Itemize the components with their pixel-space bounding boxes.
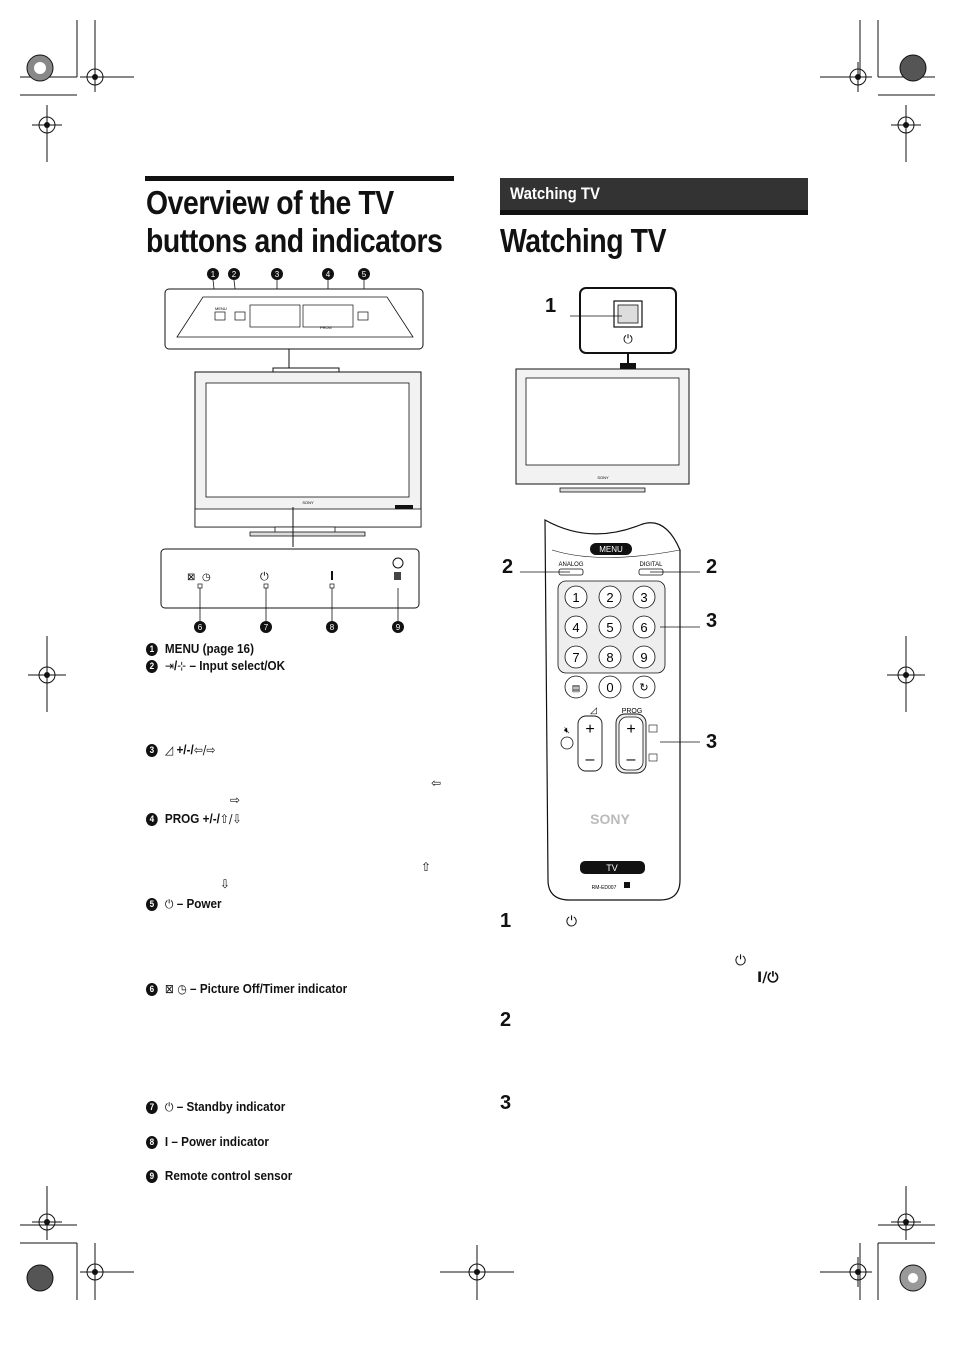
left-arrow-icon: ⇦ [431,776,442,790]
svg-text:7: 7 [264,623,269,632]
svg-text:–: – [627,751,636,768]
remote-key-6[interactable]: 6 [640,620,647,635]
svg-text:◿: ◿ [590,705,597,715]
tv-buttons-diagram: 1 2 3 4 5 MENU PROG SONY ⊠ ◷ ⏻ 6 7 8 9 [160,268,424,633]
remote-key-2[interactable]: 2 [606,590,613,605]
list-item-power: 5⏻ – Power [146,895,222,913]
list-item-standby: 7⏻ – Standby indicator [146,1098,285,1116]
remote-control: MENU ANALOG DIGITAL 1 2 3 4 5 6 7 8 9 0 … [544,518,681,901]
down-arrow-icon: ⇩ [220,877,231,891]
remote-analog-label: ANALOG [558,562,583,568]
remote-menu-button[interactable]: MENU [599,545,623,554]
svg-text:+: + [626,721,635,738]
heading-rule [145,176,454,181]
svg-text:⏻: ⏻ [623,332,633,346]
tv-front-brand: SONY [597,475,609,480]
remote-callout-lines [520,571,700,743]
svg-text:5: 5 [362,270,367,279]
section-rule [500,210,808,215]
remote-key-8[interactable]: 8 [606,650,613,665]
svg-text:6: 6 [198,623,203,632]
remote-brand: SONY [590,811,630,827]
callout-2-right: 2 [706,556,718,578]
page-title-line2: buttons and indicators [146,222,443,259]
svg-text:⊠: ⊠ [187,572,195,583]
panel-menu-label: MENU [215,306,227,311]
svg-text:3: 3 [275,270,280,279]
power-icon: ⏻ [566,914,578,930]
callout-2-left: 2 [502,556,514,578]
panel-prog-label: PROG [320,325,332,330]
up-arrow-icon: ⇧ [421,860,432,874]
remote-tv-button[interactable]: TV [606,863,618,873]
power-toggle-icon: I/⏻ [757,970,779,986]
section-title: Watching TV [500,222,667,259]
step-2: 2 [500,1009,512,1031]
svg-text:🔇︎: 🔇︎ [564,725,570,735]
remote-prog-label: PROG [622,708,643,715]
svg-text:▤: ▤ [572,683,581,693]
remote-digital-label: DIGITAL [640,562,664,568]
remote-key-9[interactable]: 9 [640,650,647,665]
remote-key-4[interactable]: 4 [572,620,579,635]
list-item-picture-off: 6⊠ ◷ – Picture Off/Timer indicator [146,980,347,998]
tv-front-diagram: ⏻ SONY [515,287,690,493]
step-1: 1 [500,910,512,932]
list-item-volume: 3◿ +/-/⇦/⇨ [146,741,215,759]
svg-text:1: 1 [211,270,216,279]
remote-key-5[interactable]: 5 [606,620,613,635]
remote-key-3[interactable]: 3 [640,590,647,605]
svg-text:–: – [586,751,595,768]
callout-3-numbers: 3 [706,610,718,632]
svg-text:⏻: ⏻ [260,571,269,583]
tv-brand: SONY [302,500,314,505]
remote-model: RM-ED007 [592,885,617,891]
callout-1: 1 [545,295,557,317]
svg-text:+: + [585,721,594,738]
power-icon-2: ⏻ [735,953,747,969]
svg-text:2: 2 [232,270,237,279]
svg-text:↻: ↻ [639,682,648,694]
remote-key-7[interactable]: 7 [572,650,579,665]
remote-key-0[interactable]: 0 [606,680,613,695]
remote-key-1[interactable]: 1 [572,590,579,605]
svg-text:◷: ◷ [202,572,211,583]
list-item-input-select: 2⇥/⊹ – Input select/OK [146,657,285,675]
right-arrow-icon: ⇨ [230,793,241,807]
section-tab: Watching TV [500,178,808,210]
svg-text:8: 8 [330,623,335,632]
callout-3-prog: 3 [706,731,718,753]
svg-text:9: 9 [396,623,401,632]
svg-text:4: 4 [326,270,331,279]
page-title-line1: Overview of the TV [146,184,394,221]
step-3: 3 [500,1092,512,1114]
